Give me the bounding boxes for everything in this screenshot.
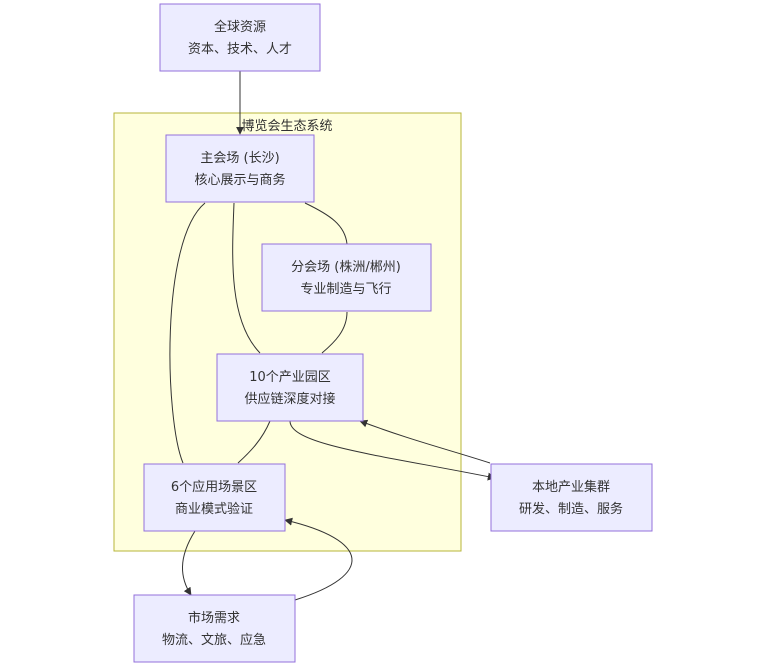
node-industrial-parks-subtitle: 供应链深度对接 [244,391,335,407]
edge-branch-to-parks [321,311,348,354]
node-local-industry-cluster-title: 本地产业集群 [532,479,610,495]
cluster-title: 博览会生态系统 [241,118,332,134]
node-global-resources-subtitle: 资本、技术、人才 [188,42,292,57]
edge-scenes-to-market [182,530,196,596]
edge-market-to-scenes [284,517,353,601]
node-application-scenes-subtitle: 商业模式验证 [175,501,253,517]
node-industrial-parks-title: 10个产业园区 [249,370,331,385]
node-main-venue[interactable]: 主会场 (长沙) 核心展示与商务 [165,134,315,203]
node-main-venue-subtitle: 核心展示与商务 [194,172,285,188]
node-application-scenes-title: 6个应用场景区 [171,479,257,495]
edge-parks-to-local-cluster [289,420,496,481]
node-branch-venue-subtitle: 专业制造与飞行 [300,282,391,297]
node-market-demand-subtitle: 物流、文旅、应急 [162,632,266,648]
node-branch-venue[interactable]: 分会场 (株洲/郴州) 专业制造与飞行 [261,243,432,312]
node-global-resources-title: 全球资源 [214,19,266,35]
node-market-demand-title: 市场需求 [188,610,240,626]
node-branch-venue-title: 分会场 (株洲/郴州) [291,260,401,275]
edge-main-to-parks [232,202,261,354]
edge-main-to-branch [304,202,348,245]
edges [169,71,496,601]
edge-parks-to-scenes [237,420,271,464]
node-global-resources[interactable]: 全球资源 资本、技术、人才 [159,3,321,72]
node-main-venue-title: 主会场 (长沙) [200,151,279,166]
node-application-scenes[interactable]: 6个应用场景区 商业模式验证 [143,463,286,532]
node-industrial-parks[interactable]: 10个产业园区 供应链深度对接 [216,353,364,422]
node-market-demand[interactable]: 市场需求 物流、文旅、应急 [133,594,296,663]
edge-main-to-scenes [169,202,206,464]
node-local-industry-cluster-subtitle: 研发、制造、服务 [519,501,623,517]
node-local-industry-cluster[interactable]: 本地产业集群 研发、制造、服务 [490,463,653,532]
edge-local-cluster-to-parks [359,419,491,464]
